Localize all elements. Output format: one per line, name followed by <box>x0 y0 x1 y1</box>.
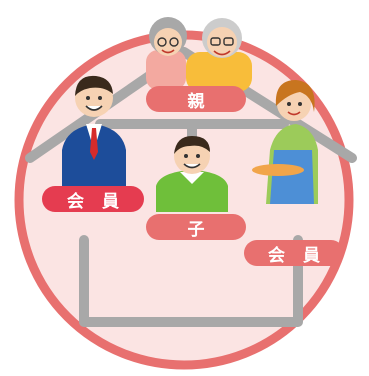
mother-icon <box>252 80 318 204</box>
grandmother-icon <box>146 17 187 90</box>
member-label-right: 会 員 <box>244 240 344 266</box>
father-icon <box>62 75 126 196</box>
child-icon <box>156 136 228 212</box>
child-label: 子 <box>146 214 246 240</box>
grandfather-icon <box>186 18 252 92</box>
member-label-left: 会 員 <box>42 186 144 212</box>
house-roof <box>25 47 357 163</box>
house-body <box>79 235 303 327</box>
parents-label: 親 <box>146 86 246 112</box>
house-outline <box>25 47 357 327</box>
